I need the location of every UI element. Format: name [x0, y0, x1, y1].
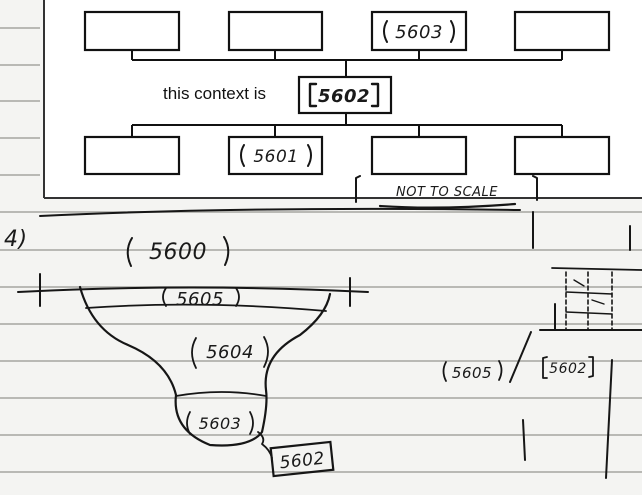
harris-matrix-panel: 5603 this context is 5602 — [43, 0, 642, 199]
bottom-box-2-brackets — [240, 144, 312, 167]
pit-layer-label-2: 5604 — [206, 342, 254, 363]
right-arrow-line — [509, 331, 532, 383]
bottom-connectors — [131, 113, 563, 137]
top-box-3-brackets — [383, 20, 455, 43]
pit-layer-1 — [85, 303, 327, 312]
bottom-box-label-2: 5601 — [253, 147, 298, 167]
pit-layer-label-1: 5605 — [176, 289, 224, 310]
context-box-brackets — [308, 82, 380, 108]
section-sketch: 4) 5600 5605 5604 5603 5602 — [4, 207, 521, 478]
top-box-label-3: 5603 — [395, 22, 443, 43]
section-left-label: 5605 — [452, 364, 492, 382]
pit-layer-label-3: 5603 — [199, 414, 242, 433]
pit-outline — [78, 285, 332, 447]
bottom-box-1 — [83, 135, 181, 176]
pit-layer-2 — [175, 391, 267, 397]
right-sketch: 5605 5602 — [442, 211, 642, 479]
scale-note-text: NOT TO SCALE — [396, 185, 498, 200]
sketch-number: 4) — [4, 227, 28, 252]
datum-line — [17, 286, 369, 293]
ground-top-line — [39, 207, 521, 217]
tag-label: 5602 — [279, 449, 326, 474]
bottom-box-3 — [370, 135, 468, 176]
section-right-label: 5602 — [549, 361, 587, 377]
context-prompt: this context is — [163, 84, 266, 103]
tag-box — [269, 440, 335, 478]
layer-top-brackets — [126, 236, 230, 267]
context-box-label: 5602 — [318, 86, 370, 107]
layer-label-top: 5600 — [149, 240, 207, 265]
bottom-box-2 — [227, 135, 324, 176]
top-connectors — [131, 50, 563, 77]
scale-note: NOT TO SCALE — [355, 175, 538, 209]
bottom-box-4 — [513, 135, 611, 176]
panel-background — [44, 0, 642, 198]
